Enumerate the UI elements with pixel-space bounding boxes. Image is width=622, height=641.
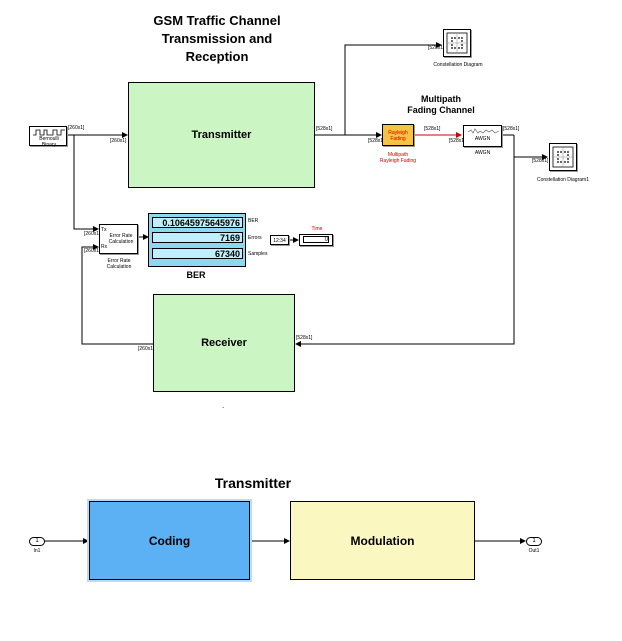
error-rate-inner-line-2: Calculation (108, 239, 134, 245)
constellation-1-caption: Constellation Diagram1 (537, 177, 589, 183)
coding-block[interactable]: Coding (89, 501, 250, 580)
transmitter-block[interactable]: Transmitter (128, 82, 315, 188)
ber-display-block[interactable]: 0.10645975645976 7169 67340 (148, 213, 246, 267)
rayleigh-caption-line-1: Multipath (387, 152, 409, 158)
signal-label-err-tx: [260x1] (84, 231, 101, 237)
multipath-title: Multipath Fading Channel (393, 94, 489, 116)
diagram-title-line-1: GSM Traffic Channel (153, 13, 281, 28)
rayleigh-inner-line-2: Fading (390, 136, 406, 142)
multipath-title-line-1: Multipath (421, 94, 461, 104)
time-display-title: Time (311, 226, 323, 232)
signal-label-awgn-in: [528x1] (449, 138, 466, 144)
awgn-caption: AWGN (474, 150, 491, 156)
bernoulli-label: Bernoulli Binary (30, 136, 68, 148)
rayleigh-caption: Multipath Rayleigh Fading (375, 152, 421, 164)
error-rate-calculation-block[interactable]: Tx Rx Error Rate Calculation (99, 224, 138, 254)
port-rx-label: Rx (101, 244, 108, 250)
in1-port[interactable]: 1 (29, 537, 45, 546)
error-rate-caption-line-1: Error Rate (107, 258, 131, 264)
error-rate-caption: Error Rate Calculation (97, 258, 141, 270)
awgn-block[interactable]: AWGN (463, 125, 502, 147)
signal-label-awgn-out: [528x1] (503, 126, 520, 132)
constellation-diagram-1-block[interactable] (549, 143, 577, 171)
receiver-label: Receiver (201, 337, 247, 349)
constellation-caption: Constellation Diagram (433, 62, 483, 68)
signal-label-rayleigh-in: [528x1] (368, 138, 385, 144)
error-rate-caption-line-2: Calculation (106, 264, 132, 270)
signal-label-const2-in: [528x1] (532, 158, 549, 164)
bernoulli-label-line-2: Binary (41, 142, 57, 148)
in1-port-number: 1 (35, 538, 39, 544)
time-display-value: 0 (303, 236, 329, 243)
subsystem-title: Transmitter (214, 475, 292, 491)
signal-label-rx-out: [260x1] (138, 346, 155, 352)
rayleigh-inner-line-1: Rayleigh (388, 130, 408, 136)
rayleigh-inner-label: Rayleigh Fading (383, 130, 413, 142)
error-rate-inner-label: Error Rate Calculation (104, 233, 138, 245)
in1-port-label: In1 (33, 548, 41, 554)
out1-port[interactable]: 1 (526, 537, 542, 546)
modulation-label: Modulation (350, 533, 415, 548)
constellation-1-icon (552, 146, 574, 168)
modulation-block[interactable]: Modulation (290, 501, 475, 580)
constellation-diagram-block[interactable] (443, 29, 471, 57)
diagram-title: GSM Traffic Channel Transmission and Rec… (140, 12, 294, 66)
error-rate-inner-line-1: Error Rate (109, 233, 133, 239)
multipath-title-line-2: Fading Channel (407, 105, 475, 115)
coding-label: Coding (148, 533, 191, 548)
signal-label-tx-out: [528x1] (316, 126, 333, 132)
out1-port-label: Out1 (528, 548, 540, 554)
bernoulli-waveform-icon (33, 129, 65, 136)
rayleigh-caption-line-2: Rayleigh Fading (379, 158, 417, 164)
ber-display-caption: BER (186, 270, 206, 280)
constellation-icon (446, 32, 468, 54)
signal-label-err-rx: [260x1] (84, 248, 101, 254)
digital-clock-label: 12:34 (273, 238, 286, 244)
samples-value: 67340 (152, 248, 243, 259)
port-tx-label: Tx (101, 227, 107, 233)
samples-row-label: Samples (248, 251, 268, 257)
transmitter-label: Transmitter (191, 129, 252, 141)
errors-row-label: Errors (248, 235, 262, 241)
signal-label-rayleigh-out: [528x1] (424, 126, 441, 132)
receiver-block[interactable]: Receiver (153, 294, 295, 392)
signal-label-rx-in: [528x1] (296, 335, 313, 341)
signal-label-const1-in: [528x1] (428, 45, 445, 51)
errors-value: 7169 (152, 232, 243, 243)
ber-row-label: BER (248, 218, 259, 224)
awgn-noise-icon (467, 128, 500, 134)
ber-value: 0.10645975645976 (152, 217, 243, 228)
signal-label-bernoulli-out: [260x1] (68, 125, 85, 131)
rayleigh-fading-block[interactable]: Rayleigh Fading (382, 124, 414, 146)
diagram-title-line-3: Reception (185, 49, 249, 64)
diagram-title-line-2: Transmission and (161, 31, 273, 46)
bernoulli-binary-block[interactable]: Bernoulli Binary (29, 126, 68, 148)
out1-port-number: 1 (532, 538, 536, 544)
awgn-inner-label: AWGN (474, 136, 491, 142)
bernoulli-label-line-1: Bernoulli (39, 136, 59, 142)
digital-clock-block[interactable]: 12:34 (270, 235, 289, 245)
signal-label-tx-in: [260x1] (110, 138, 127, 144)
time-display-block[interactable]: 0 (299, 234, 333, 246)
stray-dot: . (222, 401, 225, 410)
